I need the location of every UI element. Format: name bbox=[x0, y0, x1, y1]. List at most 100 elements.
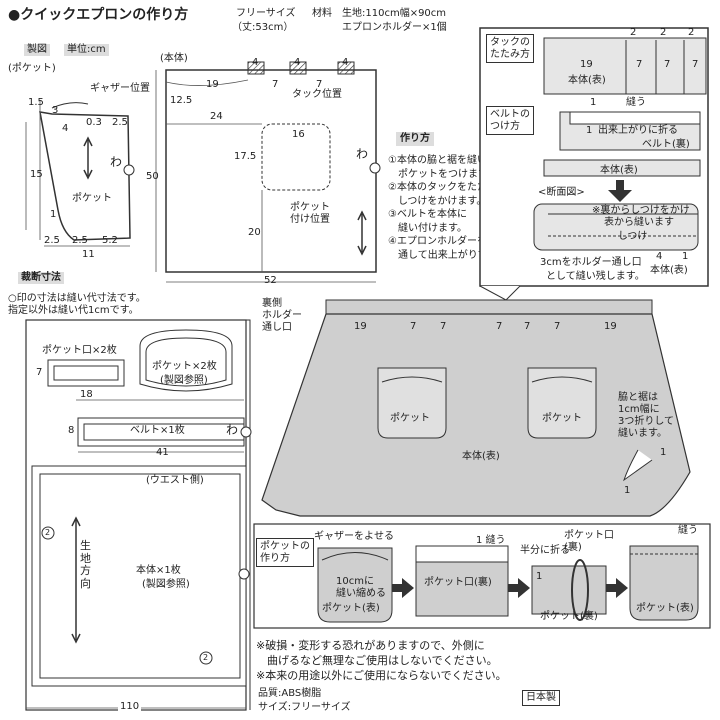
materials-label: 材料 bbox=[312, 8, 332, 19]
cutting-note2: 指定以外は縫い代1cmです。 bbox=[8, 305, 139, 316]
body-pattern-label: (本体) bbox=[160, 53, 188, 64]
dim-7b: 7 bbox=[316, 79, 323, 90]
section-four: 4 bbox=[656, 251, 663, 262]
dim-1-5: 1.5 bbox=[28, 97, 44, 108]
cut-dim-41: 41 bbox=[156, 447, 169, 458]
grain-direction-label: 生 地 方 向 bbox=[80, 539, 91, 590]
dim-24: 24 bbox=[210, 111, 223, 122]
dim-4: 4 bbox=[62, 123, 69, 134]
seam-allowance-2b: 2 bbox=[203, 653, 209, 662]
dim-16: 16 bbox=[292, 129, 305, 140]
dim-2-5a: 2.5 bbox=[112, 117, 128, 128]
pocket-x2-label: ポケット×2枚 bbox=[152, 361, 217, 372]
shrink-label: 10cmに 縫い縮める bbox=[336, 576, 386, 599]
pocket-opening-back: ポケット口(裏) bbox=[424, 577, 492, 588]
dim-1: 1 bbox=[50, 209, 57, 220]
body-ref-label: (製図参照) bbox=[142, 579, 190, 590]
pattern-section-label: 製図 bbox=[24, 44, 50, 56]
belt-fold-mark: わ bbox=[226, 423, 239, 437]
cut-dim-18: 18 bbox=[80, 389, 93, 400]
cutting-label: 裁断寸法 bbox=[18, 272, 64, 284]
dim-5-2: 5.2 bbox=[102, 235, 118, 246]
cut-dim-7: 7 bbox=[36, 367, 43, 378]
tuck-dim: 7 bbox=[664, 59, 671, 70]
belt-back: ベルト(裏) bbox=[642, 139, 690, 150]
pocket-fold-mark: わ bbox=[110, 155, 123, 169]
step-line: しつけをかけます。 bbox=[388, 195, 487, 207]
dim-4a: 4 bbox=[252, 57, 259, 68]
dim-12-5: 12.5 bbox=[170, 95, 193, 106]
dim-52: 52 bbox=[264, 275, 277, 286]
dim-19: 19 bbox=[206, 79, 219, 90]
apron-pocket-right: ポケット bbox=[542, 413, 582, 424]
size-line2: （丈:53cm） bbox=[232, 22, 294, 33]
dim-20: 20 bbox=[248, 227, 261, 238]
pocket-steps-label: ポケットの 作り方 bbox=[256, 538, 314, 567]
material-info: 品質:ABS樹脂 bbox=[258, 688, 322, 699]
pocket-pattern-name: ポケット bbox=[72, 193, 112, 204]
half-fold-label: 半分に折る bbox=[520, 545, 570, 556]
tuck-dim: 19 bbox=[580, 59, 593, 70]
page-title: ●クイックエプロンの作り方 bbox=[8, 7, 189, 23]
apron-dim: 7 bbox=[554, 321, 561, 332]
holder-opening-label: 裏側 ホルダー 通し口 bbox=[262, 298, 302, 333]
apron-dim: 19 bbox=[354, 321, 367, 332]
step-line: ①本体の脇と裾を縫い bbox=[388, 155, 487, 166]
made-in-label: 日本製 bbox=[522, 690, 560, 706]
apron-dim: 19 bbox=[604, 321, 617, 332]
warning-line3: ※本来の用途以外にご使用にならないでください。 bbox=[256, 669, 507, 682]
basting-label: しつけ bbox=[618, 231, 648, 242]
tuck-dim: 2 bbox=[688, 27, 695, 38]
gather-position-label: ギャザー位置 bbox=[90, 83, 150, 94]
holder-note2: として縫い残します。 bbox=[546, 271, 645, 282]
dim-4c: 4 bbox=[342, 57, 349, 68]
pocket-front-label: ポケット(表) bbox=[322, 603, 380, 614]
sew-one-label: 1 縫う bbox=[476, 535, 506, 546]
seam-allowance-2a: 2 bbox=[45, 528, 51, 537]
sew-label: 縫う bbox=[678, 525, 698, 536]
dim-2-5b: 2.5 bbox=[44, 235, 60, 246]
tuck-dim: 7 bbox=[692, 59, 699, 70]
apron-dim: 7 bbox=[496, 321, 503, 332]
dim-50: 50 bbox=[146, 171, 159, 182]
tuck-panel-label: タックの たたみ方 bbox=[486, 34, 534, 63]
pocket-pattern-label: (ポケット) bbox=[8, 63, 56, 74]
step-line: ④エプロンホルダーを bbox=[388, 236, 487, 247]
size-line1: フリーサイズ bbox=[236, 8, 296, 19]
waist-side-label: (ウエスト側) bbox=[146, 475, 204, 486]
section-note2: 表から縫います bbox=[604, 217, 674, 228]
section-view-label: <断面図> bbox=[538, 187, 585, 198]
dim-17-5: 17.5 bbox=[234, 151, 257, 162]
belt-cut-label: ベルト×1枚 bbox=[130, 425, 185, 436]
pocket-front2-label: ポケット(表) bbox=[636, 603, 694, 614]
side-hem-note: 脇と裾は 1cm幅に 3つ折りして 縫います。 bbox=[618, 392, 675, 439]
pocket-opening-cut: ポケット口×2枚 bbox=[42, 345, 117, 356]
dim-0-3: 0.3 bbox=[86, 117, 102, 128]
cut-dim-8: 8 bbox=[68, 425, 75, 436]
warning-line2: 曲げるなど無理なご使用はしないでください。 bbox=[256, 654, 498, 667]
holder-note1: 3cmをホルダー通し口 bbox=[540, 257, 642, 268]
cut-dim-110: 110 bbox=[118, 701, 142, 712]
dim-2-5c: 2.5 bbox=[72, 235, 88, 246]
step-line: 縫い付けます。 bbox=[388, 222, 467, 234]
belt-sew: 縫う bbox=[626, 97, 646, 108]
section-one: 1 bbox=[682, 251, 689, 262]
materials-line1: 生地:110cm幅×90cm bbox=[342, 8, 447, 19]
tuck-body-front: 本体(表) bbox=[568, 75, 606, 86]
step-line: ポケットをつけます。 bbox=[388, 168, 497, 180]
dim-4b: 4 bbox=[294, 57, 301, 68]
belt-one-b: 1 bbox=[586, 125, 593, 136]
step-line: 通して出来上がりです。 bbox=[388, 249, 507, 261]
body-x1-label: 本体×1枚 bbox=[136, 565, 181, 576]
dim-7a: 7 bbox=[272, 79, 279, 90]
step-line: ③ベルトを本体に bbox=[388, 209, 467, 220]
size-info: サイズ:フリーサイズ bbox=[258, 702, 351, 713]
pocket-one: 1 bbox=[536, 571, 543, 582]
apron-dim: 7 bbox=[524, 321, 531, 332]
step-line: ②本体のタックをたたみ bbox=[388, 182, 497, 193]
instructions-label: 作り方 bbox=[396, 132, 434, 146]
